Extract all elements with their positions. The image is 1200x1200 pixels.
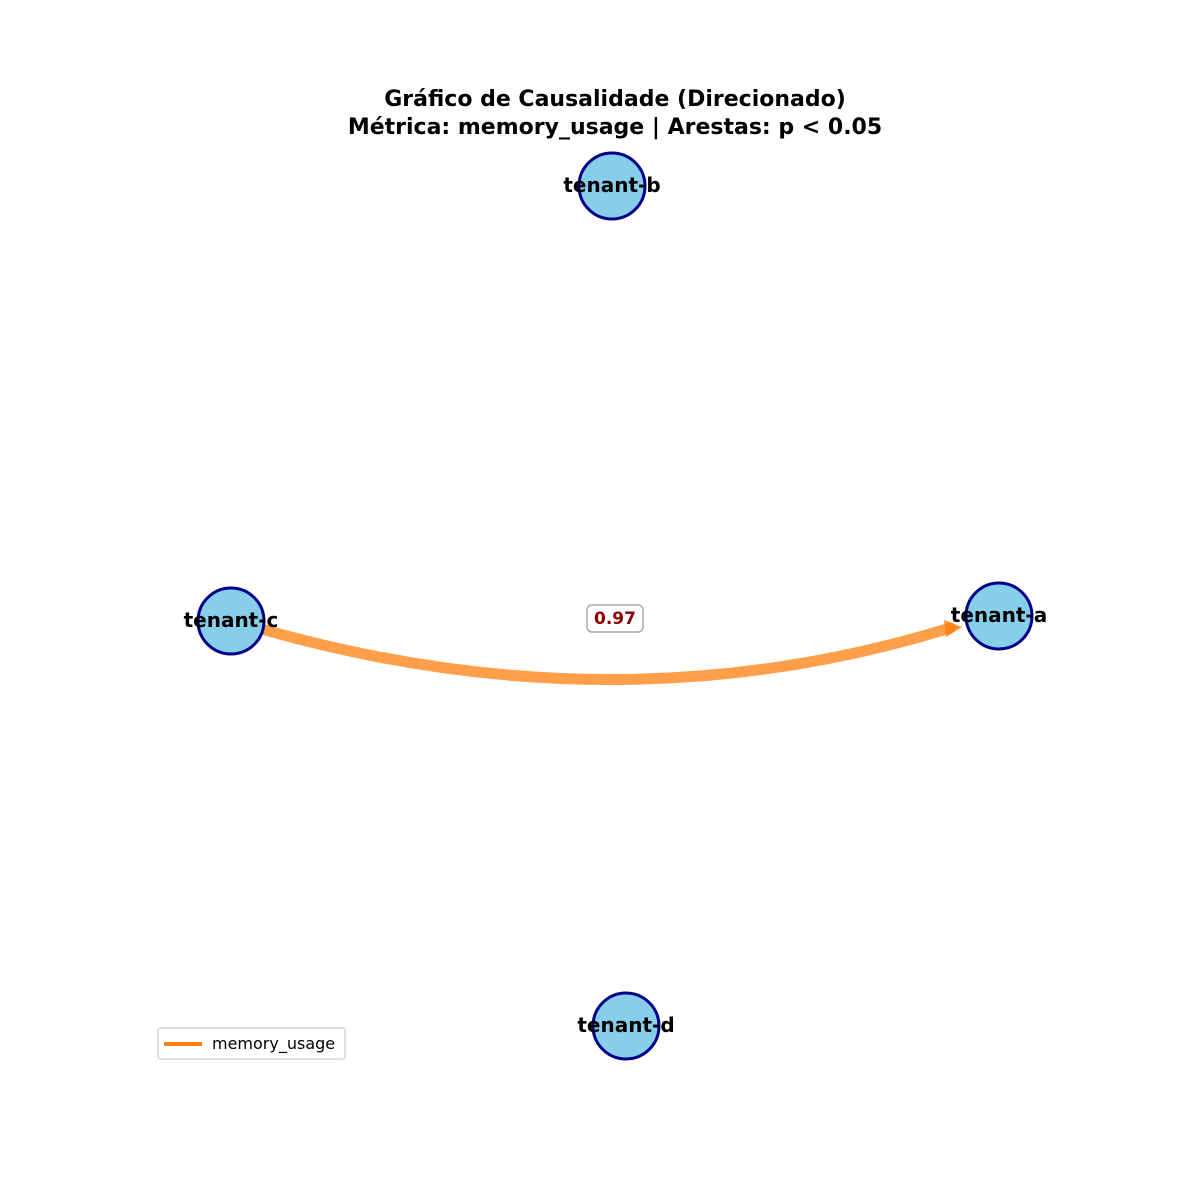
node-tenant-b: tenant-b bbox=[563, 151, 661, 221]
legend-box bbox=[157, 1027, 346, 1060]
node-circle bbox=[196, 586, 266, 656]
edge-path bbox=[259, 622, 956, 685]
chart-title-line1: Gráfico de Causalidade (Direcionado) bbox=[384, 87, 846, 112]
node-tenant-d: tenant-d bbox=[577, 991, 675, 1061]
node-label-tenant-a: tenant-a bbox=[951, 603, 1047, 627]
legend-label-memory-usage: memory_usage bbox=[212, 1034, 335, 1054]
node-circle bbox=[577, 151, 647, 221]
edge-weight-text: 0.97 bbox=[594, 609, 636, 629]
edge-tenant-c-to-tenant-a bbox=[259, 620, 962, 685]
node-label-tenant-d: tenant-d bbox=[577, 1013, 674, 1037]
legend: memory_usage bbox=[157, 1027, 346, 1060]
node-tenant-a: tenant-a bbox=[951, 581, 1047, 651]
chart-title-line2: Métrica: memory_usage | Arestas: p < 0.0… bbox=[348, 115, 882, 140]
edge-weight-box bbox=[586, 604, 644, 633]
node-label-tenant-c: tenant-c bbox=[184, 608, 279, 632]
edge-weight-label: 0.97 bbox=[586, 604, 644, 633]
node-tenant-c: tenant-c bbox=[184, 586, 279, 656]
node-label-tenant-b: tenant-b bbox=[563, 173, 660, 197]
node-circle bbox=[964, 581, 1034, 651]
edge-arrowhead bbox=[944, 620, 962, 637]
node-circle bbox=[591, 991, 661, 1061]
